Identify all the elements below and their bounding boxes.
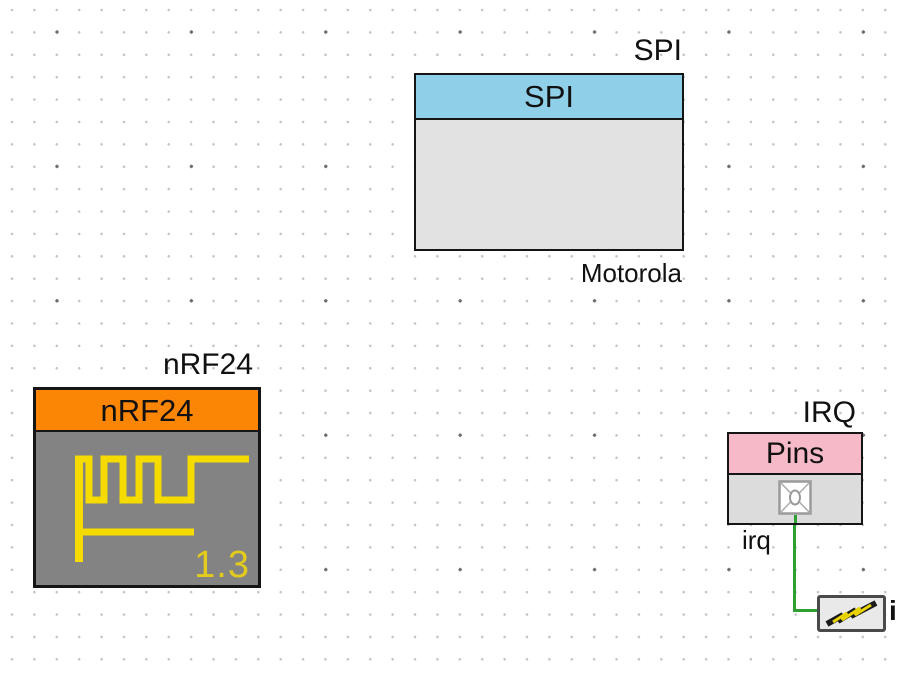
lightning-bolt-icon [825, 600, 878, 627]
block-header-spi[interactable]: SPI [416, 75, 682, 120]
irq-wire-vertical[interactable] [793, 525, 796, 612]
block-title-spi: SPI [633, 34, 682, 67]
irq-wire-horizontal[interactable] [793, 609, 819, 612]
block-header-label: SPI [524, 79, 574, 114]
block-body-nrf24[interactable]: 1.3 [36, 432, 258, 585]
block-header-label: Pins [765, 436, 825, 470]
block-footer-label: Motorola [580, 258, 682, 288]
pin-socket-icon[interactable] [778, 480, 812, 515]
interrupt-node[interactable] [817, 595, 886, 632]
block-header-label: nRF24 [100, 392, 194, 428]
block-title-nrf24: nRF24 [162, 348, 253, 381]
block-header-irq[interactable]: Pins [729, 434, 861, 475]
interrupt-node-label: i [889, 595, 897, 626]
decoder-block-nrf24[interactable]: nRF24 nRF24 1.3 [33, 350, 261, 588]
pins-block-irq[interactable]: IRQ Pins irq [727, 398, 863, 553]
pin-stub [794, 515, 797, 523]
block-body-spi[interactable] [416, 120, 682, 249]
block-header-nrf24[interactable]: nRF24 [36, 390, 258, 432]
block-title-irq: IRQ [802, 396, 856, 429]
block-body-irq[interactable] [729, 475, 861, 523]
pin-label: irq [742, 525, 771, 555]
version-label: 1.3 [194, 544, 250, 586]
waveform-icon [75, 455, 249, 562]
decoder-block-spi[interactable]: SPI SPI Motorola [414, 36, 684, 286]
